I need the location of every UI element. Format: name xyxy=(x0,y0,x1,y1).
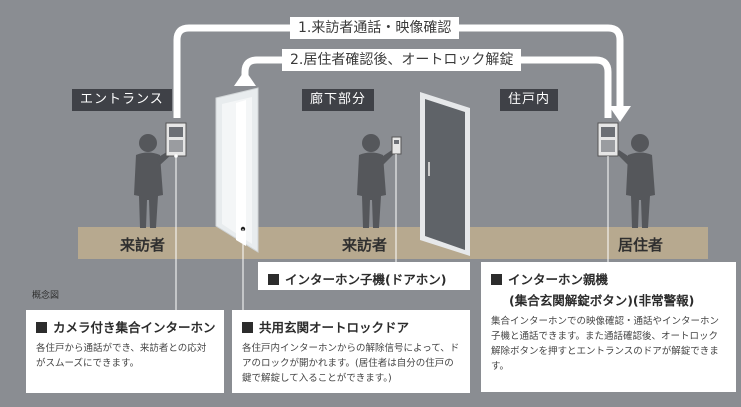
door-phone-callout: インターホン子機(ドアホン) xyxy=(258,262,470,290)
master-unit-title: インターホン親機 xyxy=(508,272,609,287)
bullet-square-icon xyxy=(242,322,253,333)
unlock-arrow-label: 2.居住者確認後、オートロック解錠 xyxy=(282,49,522,71)
visitor-entrance-label: 来訪者 xyxy=(120,236,166,254)
autolock-door-description: 各住戸内インターホンからの解除信号によって、ドアのロックが開かれます。(居住者は… xyxy=(242,343,460,384)
floor-band xyxy=(78,227,708,259)
visitor-corridor-silhouette xyxy=(357,134,394,228)
call-arrow-label: 1.来訪者通話・映像確認 xyxy=(290,17,460,39)
unlock-arrow-head xyxy=(234,70,256,86)
master-unit-description: 集合インターホンでの映像確認・通話やインターホン子機と通話できます。また通話確認… xyxy=(491,316,720,372)
bullet-square-icon xyxy=(268,274,279,285)
zone-entrance-tag: エントランス xyxy=(72,89,172,111)
call-arrow-head xyxy=(609,106,631,122)
concept-note: 概念図 xyxy=(32,291,60,301)
autolock-glass-door xyxy=(215,87,259,310)
resident-label: 居住者 xyxy=(618,236,664,254)
bullet-square-icon xyxy=(491,274,502,285)
zone-residence-tag: 住戸内 xyxy=(500,89,559,111)
master-unit-subtitle: (集合玄関解錠ボタン)(非常警報) xyxy=(509,293,695,308)
door-phone-unit xyxy=(391,136,402,262)
master-unit-callout: インターホン親機 (集合玄関解錠ボタン)(非常警報) 集合インターホンでの映像確… xyxy=(481,262,736,392)
entrance-intercom-panel xyxy=(165,122,187,310)
autolock-door-callout: 共用玄関オートロックドア 各住戸内インターホンからの解除信号によって、ドアのロッ… xyxy=(232,310,470,393)
visitor-corridor-label: 来訪者 xyxy=(342,236,388,254)
zone-corridor-tag: 廊下部分 xyxy=(302,89,375,111)
autolock-door-title: 共用玄関オートロックドア xyxy=(259,320,410,335)
residence-door xyxy=(420,92,470,256)
resident-silhouette xyxy=(617,134,655,228)
door-phone-title: インターホン子機(ドアホン) xyxy=(285,272,447,287)
camera-intercom-description: 各住戸から通話ができ、来訪者との応対がスムーズにできます。 xyxy=(36,343,207,369)
camera-intercom-title: カメラ付き集合インターホン xyxy=(53,320,216,335)
master-intercom-unit xyxy=(597,122,619,262)
bullet-square-icon xyxy=(36,322,47,333)
camera-intercom-callout: カメラ付き集合インターホン 各住戸から通話ができ、来訪者との応対がスムーズにでき… xyxy=(26,310,224,393)
